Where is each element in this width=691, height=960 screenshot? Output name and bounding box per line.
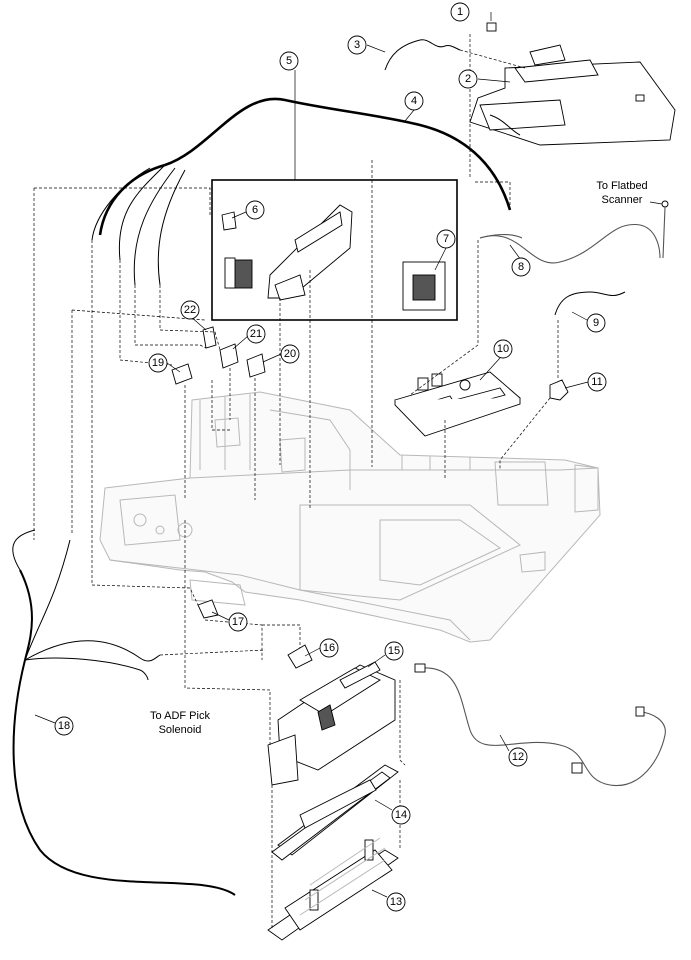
- scanner-base-frame: [99, 391, 601, 643]
- annotation-to-adf-pick-solenoid: To ADF Pick Solenoid: [150, 710, 210, 736]
- callout-2: 2: [458, 69, 478, 89]
- callout-16: 16: [319, 638, 339, 658]
- control-board: [394, 371, 521, 437]
- boxed-subassembly: [211, 179, 458, 321]
- cable-12: [419, 667, 666, 787]
- callout-1-label: 1: [457, 6, 463, 18]
- callout-13-label: 13: [390, 896, 402, 908]
- assembly-15: [267, 661, 396, 786]
- cable-harness-18: [12, 569, 236, 896]
- callout-6-label: 6: [252, 204, 258, 216]
- callout-21: 21: [246, 324, 266, 344]
- part-21: [219, 343, 239, 369]
- callout-3: 3: [347, 35, 367, 55]
- callout-21-label: 21: [250, 328, 262, 340]
- callout-18: 18: [54, 716, 74, 736]
- callout-15-label: 15: [388, 645, 400, 657]
- annotation-adf-line1: To ADF Pick: [150, 710, 210, 722]
- callout-22: 22: [180, 300, 200, 320]
- callout-3-label: 3: [354, 39, 360, 51]
- callout-20-label: 20: [284, 348, 296, 360]
- part-17: [197, 599, 219, 619]
- callout-18-label: 18: [58, 720, 70, 732]
- adf-cover-assembly: [469, 44, 676, 146]
- annotation-flatbed-line1: To Flatbed: [596, 180, 647, 192]
- callout-2-label: 2: [465, 73, 471, 85]
- small-part-1: [486, 22, 497, 32]
- annotation-flatbed-line2: Scanner: [602, 194, 643, 206]
- callout-17: 17: [228, 612, 248, 632]
- callout-15: 15: [384, 641, 404, 661]
- callout-6: 6: [245, 200, 265, 220]
- part-19: [171, 363, 193, 385]
- callout-22-label: 22: [184, 304, 196, 316]
- connector-part-11: [549, 379, 569, 401]
- part-16: [287, 644, 313, 669]
- annotation-adf-line2: Solenoid: [159, 724, 202, 736]
- callout-5-label: 5: [286, 55, 292, 67]
- cable-harness-4: [98, 97, 512, 236]
- cable-3: [384, 39, 461, 71]
- cable-8: [479, 223, 661, 264]
- assembly-13: [267, 837, 399, 941]
- callout-19: 19: [148, 353, 168, 373]
- callout-10: 10: [493, 339, 513, 359]
- callout-14-label: 14: [395, 809, 407, 821]
- callout-19-label: 19: [152, 357, 164, 369]
- callout-9: 9: [586, 313, 606, 333]
- callout-11: 11: [587, 372, 607, 392]
- callout-1: 1: [450, 2, 470, 22]
- cable-9: [554, 291, 626, 316]
- callout-20: 20: [280, 344, 300, 364]
- callout-16-label: 16: [323, 642, 335, 654]
- callout-17-label: 17: [232, 616, 244, 628]
- part-20: [246, 353, 266, 378]
- callout-14: 14: [391, 805, 411, 825]
- annotation-to-flatbed-scanner: To Flatbed Scanner: [596, 180, 647, 206]
- callout-10-label: 10: [497, 343, 509, 355]
- callout-4-label: 4: [411, 95, 417, 107]
- callout-13: 13: [386, 892, 406, 912]
- callout-12: 12: [508, 747, 528, 767]
- callout-7: 7: [436, 229, 456, 249]
- part-22: [202, 326, 217, 349]
- callout-8-label: 8: [518, 261, 524, 273]
- callout-5: 5: [279, 51, 299, 71]
- callout-8: 8: [511, 257, 531, 277]
- callout-9-label: 9: [593, 317, 599, 329]
- callout-11-label: 11: [591, 376, 602, 388]
- assembly-14: [271, 764, 399, 861]
- callout-7-label: 7: [443, 233, 449, 245]
- callout-12-label: 12: [512, 751, 524, 763]
- callout-4: 4: [404, 91, 424, 111]
- dashed-leaders: [33, 34, 559, 930]
